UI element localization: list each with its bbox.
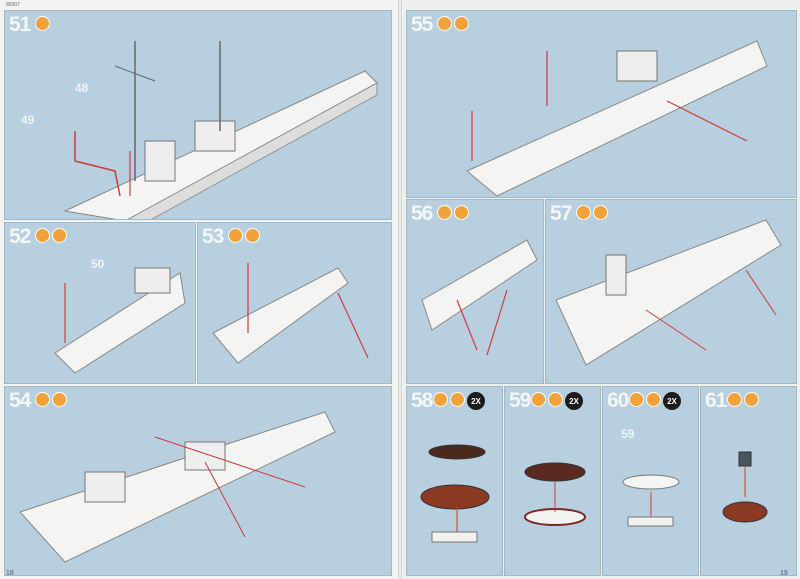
glue-icon xyxy=(454,16,469,31)
glue-icon xyxy=(646,392,661,407)
step-number: 61 xyxy=(705,389,727,412)
step-55-panel: 55 xyxy=(406,10,797,198)
repeat-count: 2X xyxy=(467,392,485,410)
step-60-illustration xyxy=(622,474,680,527)
brush-icon xyxy=(35,392,50,407)
step-61-panel: 61 xyxy=(700,386,797,576)
glue-icon xyxy=(52,392,67,407)
step-57-tool-icons xyxy=(576,205,608,220)
step-number: 60 xyxy=(607,389,629,412)
step-number: 59 xyxy=(509,389,531,412)
brush-icon xyxy=(531,392,546,407)
page-number-left: 18 xyxy=(6,570,14,577)
step-52-panel: 52 50 xyxy=(4,222,196,384)
step-51-panel: 51 48 49 xyxy=(4,10,392,220)
glue-icon xyxy=(52,228,67,243)
step-56-panel: 56 xyxy=(406,199,544,384)
brush-icon xyxy=(576,205,591,220)
step-55-tool-icons xyxy=(437,16,469,31)
step-54-panel: 54 xyxy=(4,386,392,576)
step-60-tool-icons: 2X xyxy=(629,392,681,410)
callout-label: 49 xyxy=(21,113,35,127)
step-number: 53 xyxy=(202,225,224,248)
step-56-illustration xyxy=(421,239,538,356)
step-55-illustration xyxy=(466,40,768,197)
step-57-illustration xyxy=(555,219,782,366)
repeat-count: 2X xyxy=(565,392,583,410)
step-53-panel: 53 xyxy=(197,222,392,384)
step-52-tool-icons xyxy=(35,228,67,243)
brush-icon xyxy=(35,228,50,243)
step-60-panel: 60 2X 59 xyxy=(602,386,699,576)
step-number: 58 xyxy=(411,389,433,412)
brush-icon xyxy=(437,205,452,220)
book-spine xyxy=(398,0,402,579)
page-number-right: 19 xyxy=(780,570,788,577)
step-number: 54 xyxy=(9,389,31,412)
step-number: 56 xyxy=(411,202,433,225)
step-56-tool-icons xyxy=(437,205,469,220)
glue-icon xyxy=(454,205,469,220)
step-61-illustration xyxy=(722,451,768,523)
glue-icon xyxy=(245,228,260,243)
callout-label: 59 xyxy=(621,427,635,441)
step-59-panel: 59 2X xyxy=(504,386,601,576)
brush-icon xyxy=(629,392,644,407)
step-54-illustration xyxy=(19,411,336,563)
step-number: 57 xyxy=(550,202,572,225)
brush-icon xyxy=(727,392,742,407)
step-57-panel: 57 xyxy=(545,199,797,384)
step-53-illustration xyxy=(212,263,369,364)
glue-icon xyxy=(450,392,465,407)
brush-icon xyxy=(228,228,243,243)
step-number: 52 xyxy=(9,225,31,248)
step-number: 51 xyxy=(9,13,31,36)
glue-icon xyxy=(548,392,563,407)
step-58-illustration xyxy=(420,444,490,543)
step-number: 55 xyxy=(411,13,433,36)
step-52-illustration xyxy=(54,267,186,374)
step-53-tool-icons xyxy=(228,228,260,243)
step-61-tool-icons xyxy=(727,392,759,407)
glue-icon xyxy=(593,205,608,220)
brush-icon xyxy=(35,16,50,31)
callout-label: 50 xyxy=(91,257,105,271)
step-54-tool-icons xyxy=(35,392,67,407)
callout-label: 48 xyxy=(75,81,89,95)
step-59-illustration xyxy=(524,462,586,526)
brush-icon xyxy=(433,392,448,407)
step-58-panel: 58 2X xyxy=(406,386,503,576)
brush-icon xyxy=(437,16,452,31)
step-51-tool-icons xyxy=(35,16,50,31)
step-58-tool-icons: 2X xyxy=(433,392,485,410)
header-code: 80307 xyxy=(6,2,20,8)
repeat-count: 2X xyxy=(663,392,681,410)
step-51-illustration xyxy=(63,41,378,219)
step-59-tool-icons: 2X xyxy=(531,392,583,410)
glue-icon xyxy=(744,392,759,407)
